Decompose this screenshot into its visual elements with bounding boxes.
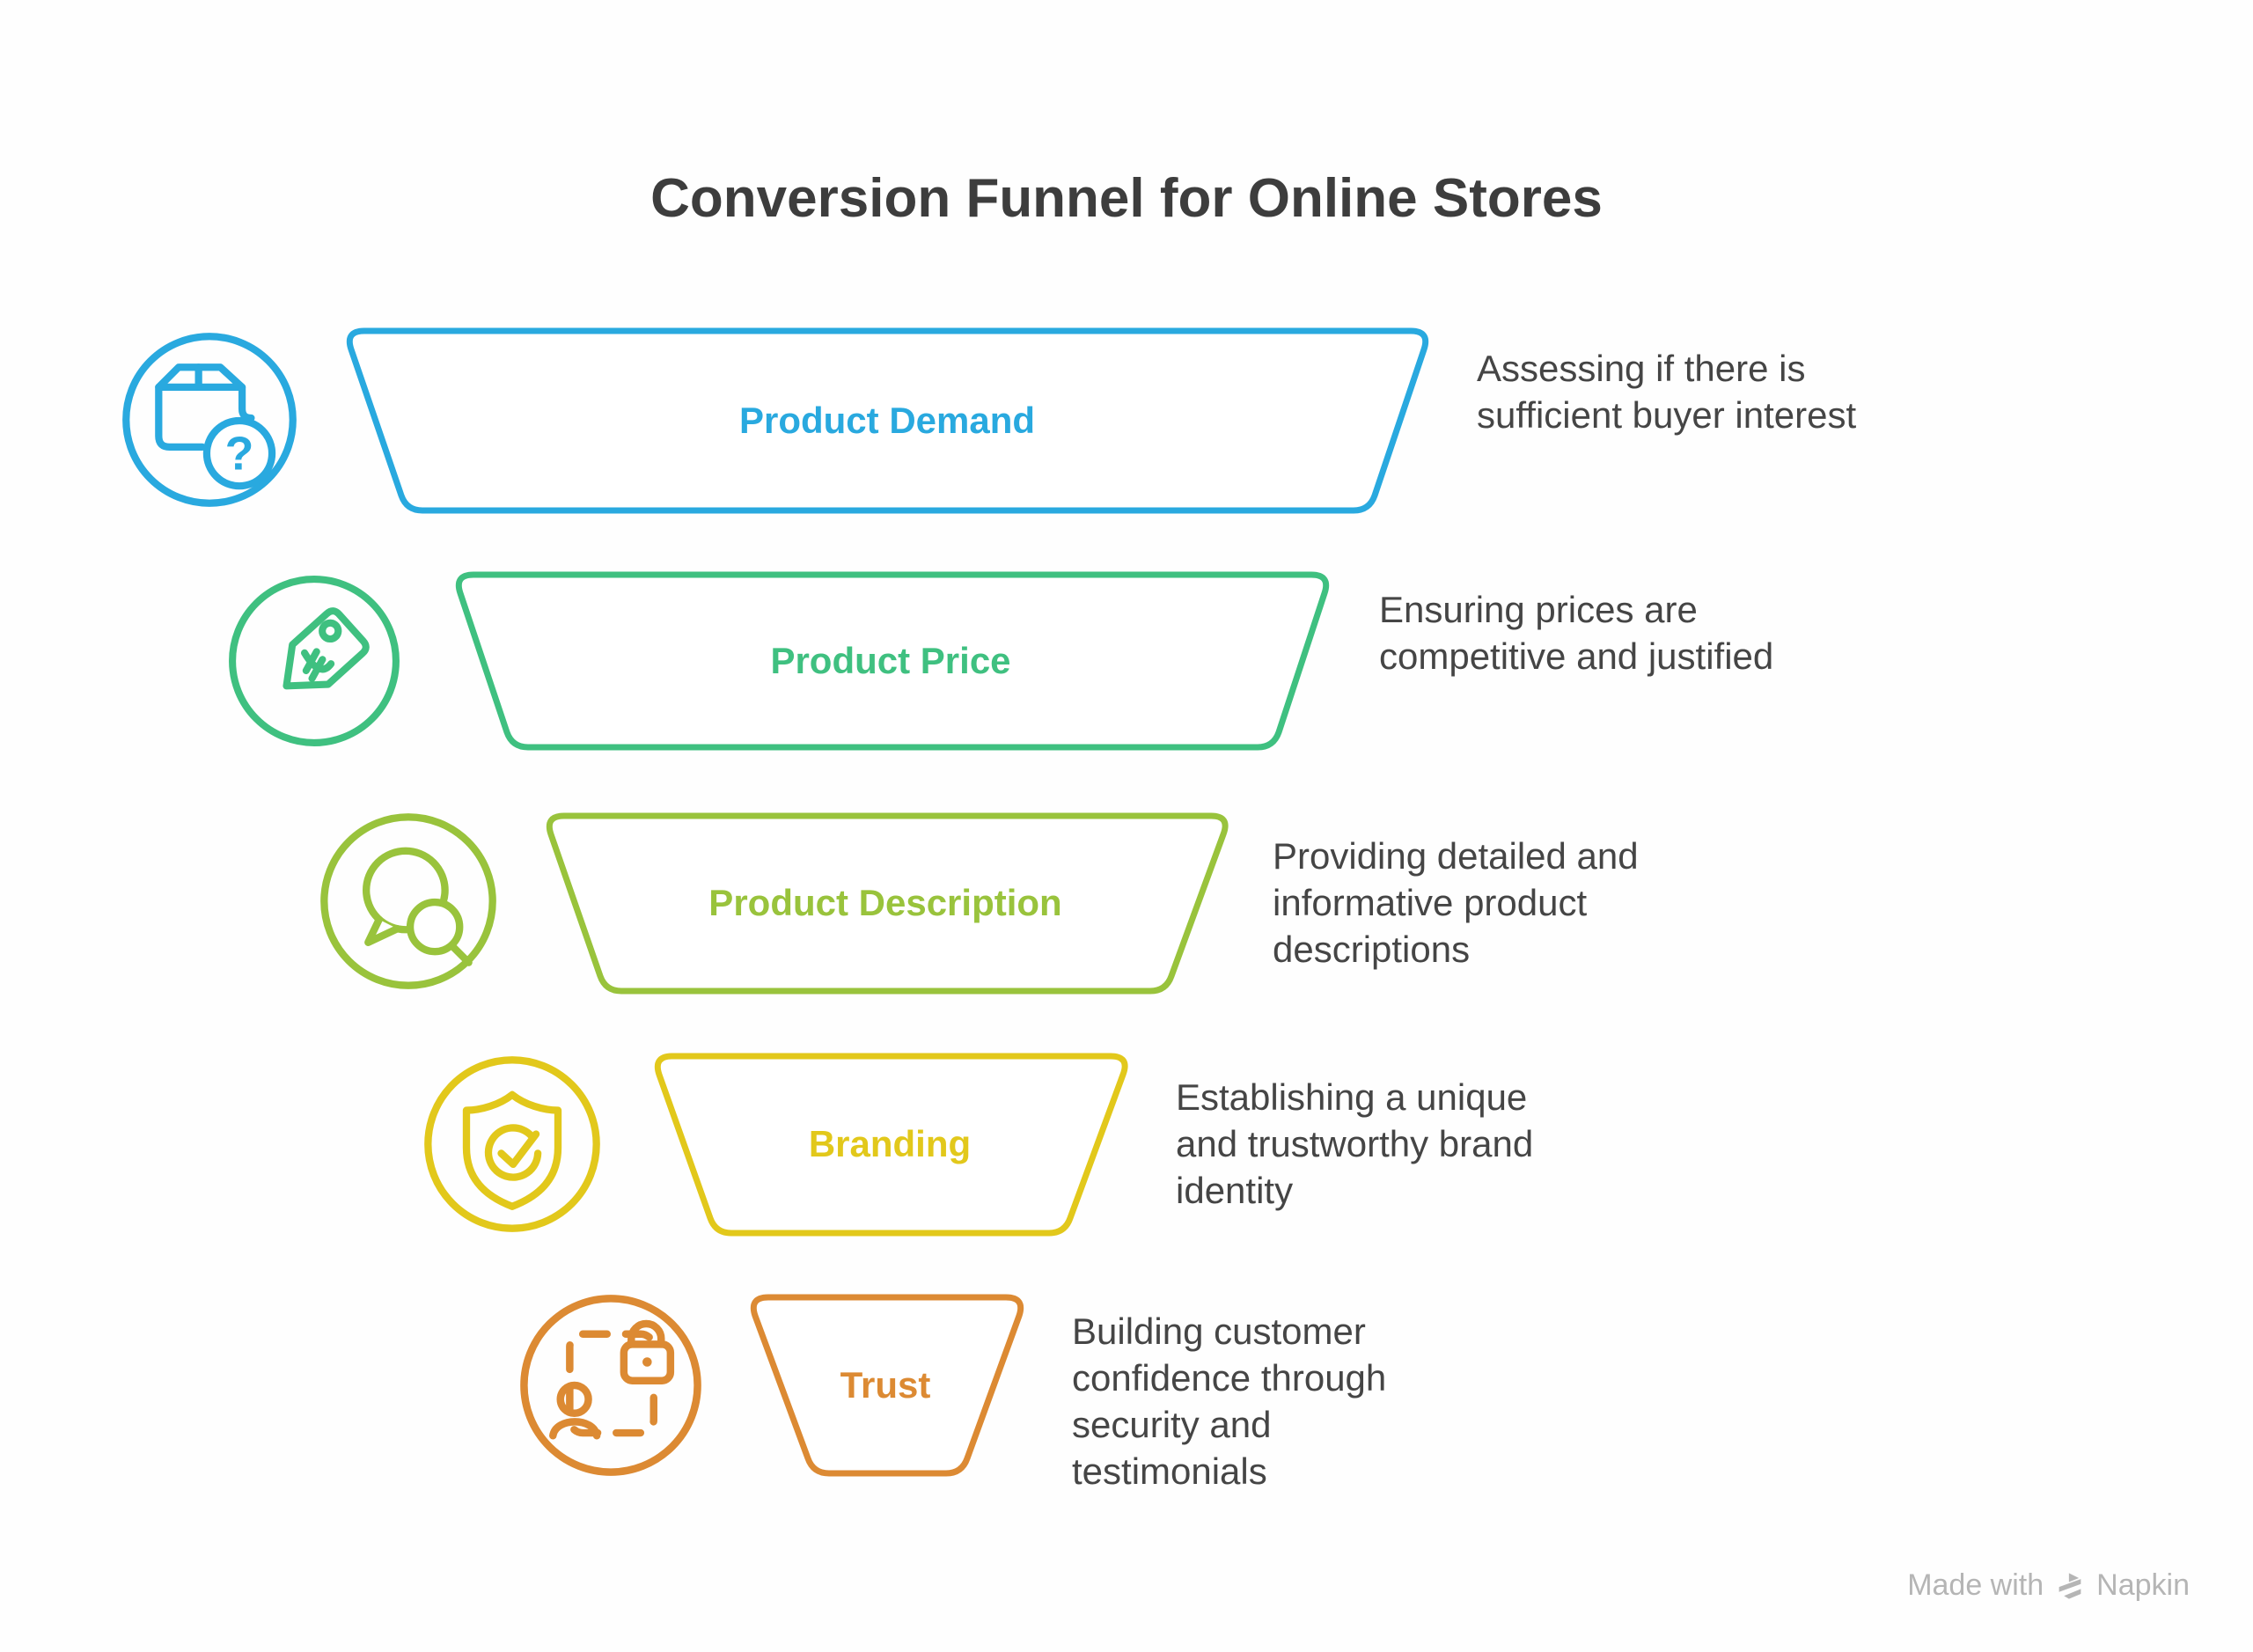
stage-description-product-description: Providing detailed and informative produ… <box>1273 835 1639 970</box>
shield-check-icon <box>421 1053 604 1236</box>
footer-credit: Made with Napkin <box>1907 1568 2190 1603</box>
funnel-shape-trust <box>750 1294 1024 1477</box>
stage-label-product-demand: Product Demand <box>738 400 1036 441</box>
made-with-text: Made with <box>1907 1568 2044 1602</box>
stage-description-product-price: Ensuring prices are competitive and just… <box>1379 589 1774 677</box>
chat-search-icon <box>317 810 500 993</box>
price-tag-icon <box>225 572 403 750</box>
stage-description-product-demand: Assessing if there is sufficient buyer i… <box>1477 348 1857 436</box>
funnel-shape-product-price <box>455 571 1330 751</box>
stage-description-trust: Building customer confidence through sec… <box>1072 1311 1387 1492</box>
funnel-shape-product-description <box>546 812 1229 995</box>
stage-label-product-price: Product Price <box>770 640 1011 681</box>
napkin-brand-text: Napkin <box>2096 1568 2190 1602</box>
svg-text:?: ? <box>225 429 254 481</box>
stage-label-branding: Branding <box>808 1123 972 1164</box>
funnel-shape-branding <box>654 1053 1128 1237</box>
package-question-icon: ? <box>119 329 300 510</box>
napkin-logo-icon <box>2059 1572 2081 1599</box>
stage-label-product-description: Product Description <box>708 882 1062 923</box>
stage-label-trust: Trust <box>840 1364 931 1406</box>
person-lock-icon <box>517 1292 704 1479</box>
diagram-title: Conversion Funnel for Online Stores <box>650 167 1603 229</box>
funnel-shape-product-demand <box>346 327 1429 514</box>
stage-description-branding: Establishing a unique and trustworthy br… <box>1176 1076 1534 1211</box>
